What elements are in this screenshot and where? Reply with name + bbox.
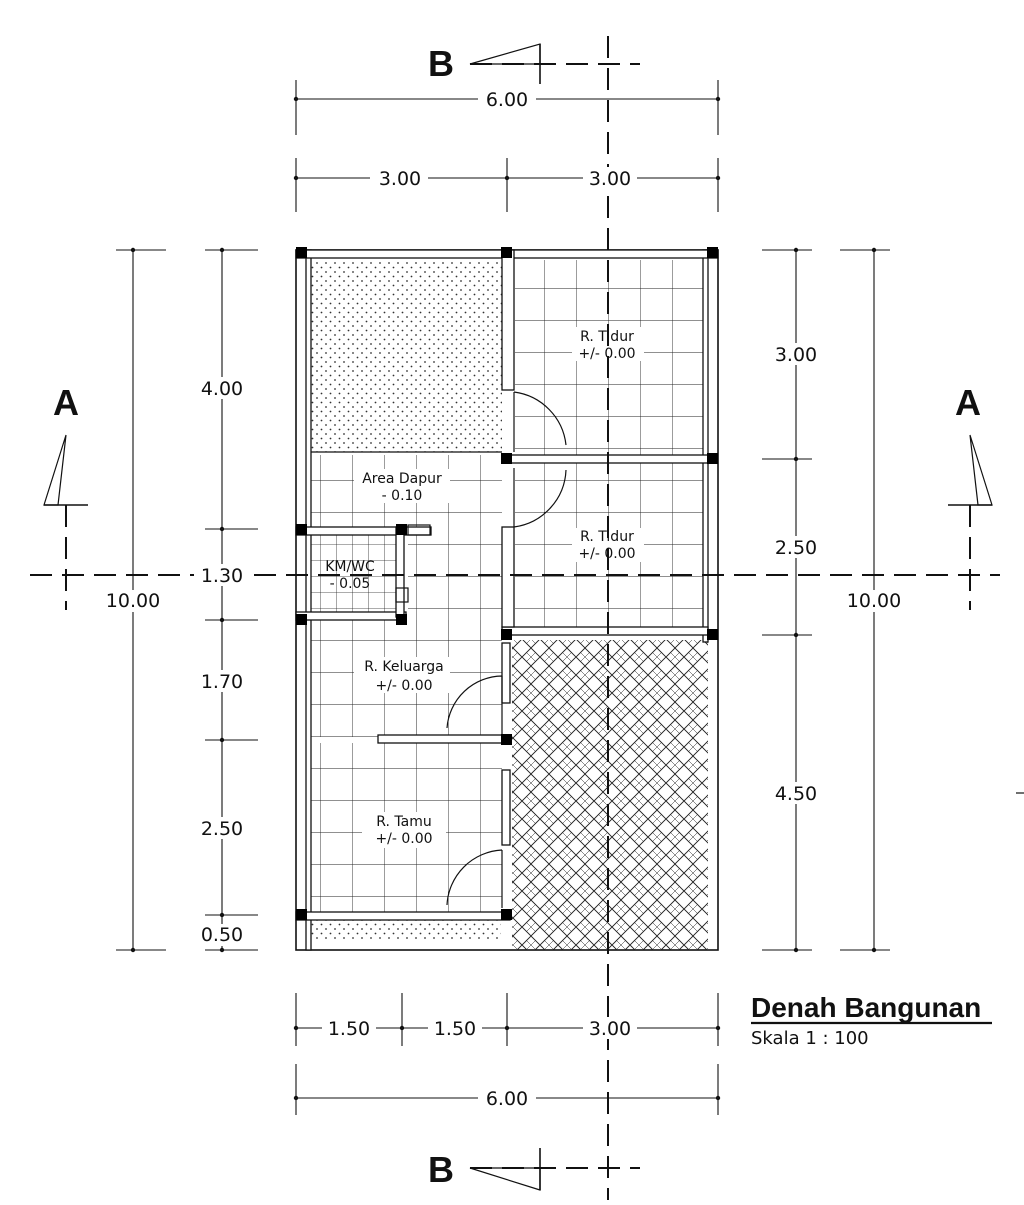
door-dapur [407,524,431,536]
dim-left-total: 10.00 [106,590,160,612]
doors [395,391,567,908]
room-name-dapur: Area Dapur [362,471,442,487]
dim-left-5: 0.50 [201,924,243,946]
drawing-title: Denah Bangunan [751,992,981,1023]
dim-left-2: 1.30 [201,565,243,587]
dim-right-2: 2.50 [775,537,817,559]
room-level-tamu: +/- 0.00 [375,831,432,847]
dim-right-total: 10.00 [847,590,901,612]
room-level-tidur-1: +/- 0.00 [578,346,635,362]
section-mark-b-top: B [428,43,454,84]
section-mark-b-bottom: B [428,1149,454,1190]
dim-bottom-1: 1.50 [328,1018,370,1040]
dim-left-1: 4.00 [201,378,243,400]
dim-top-total: 6.00 [486,89,528,111]
dotted-area-top [307,260,502,452]
dim-bottom-2: 1.50 [434,1018,476,1040]
dim-bottom-3: 3.00 [589,1018,631,1040]
dim-right-3: 4.50 [775,783,817,805]
dim-top-right: 3.00 [589,168,631,190]
section-lines: A A B B [30,36,1000,1200]
room-level-dapur: - 0.10 [382,488,423,504]
section-mark-a-right: A [955,382,981,423]
dim-right-1: 3.00 [775,344,817,366]
room-name-kmwc: KM/WC [325,559,375,575]
dim-left-3: 1.70 [201,671,243,693]
door-tidur-1 [513,391,567,452]
dimension-labels: 6.00 3.00 3.00 1.50 1.50 3.00 6.00 10.00… [100,88,908,1110]
door-tamu [446,849,503,908]
room-level-kmwc: - 0.05 [330,576,371,592]
dim-left-4: 2.50 [201,818,243,840]
dotted-area-bottom [307,920,501,940]
dim-bottom-total: 6.00 [486,1088,528,1110]
door-kmwc [395,587,409,603]
room-name-keluarga: R. Keluarga [364,659,444,675]
dim-top-left: 3.00 [379,168,421,190]
section-mark-a-left: A [53,382,79,423]
building [295,247,719,951]
door-keluarga [446,675,503,736]
columns [296,247,718,920]
paving-area [512,640,708,950]
room-name-tamu: R. Tamu [376,814,431,830]
door-tidur-2 [513,468,567,528]
dimension-ticks [130,96,877,1101]
room-level-keluarga: +/- 0.00 [375,678,432,694]
title-block: Denah Bangunan Skala 1 : 100 [751,992,992,1049]
drawing-scale: Skala 1 : 100 [751,1028,869,1049]
